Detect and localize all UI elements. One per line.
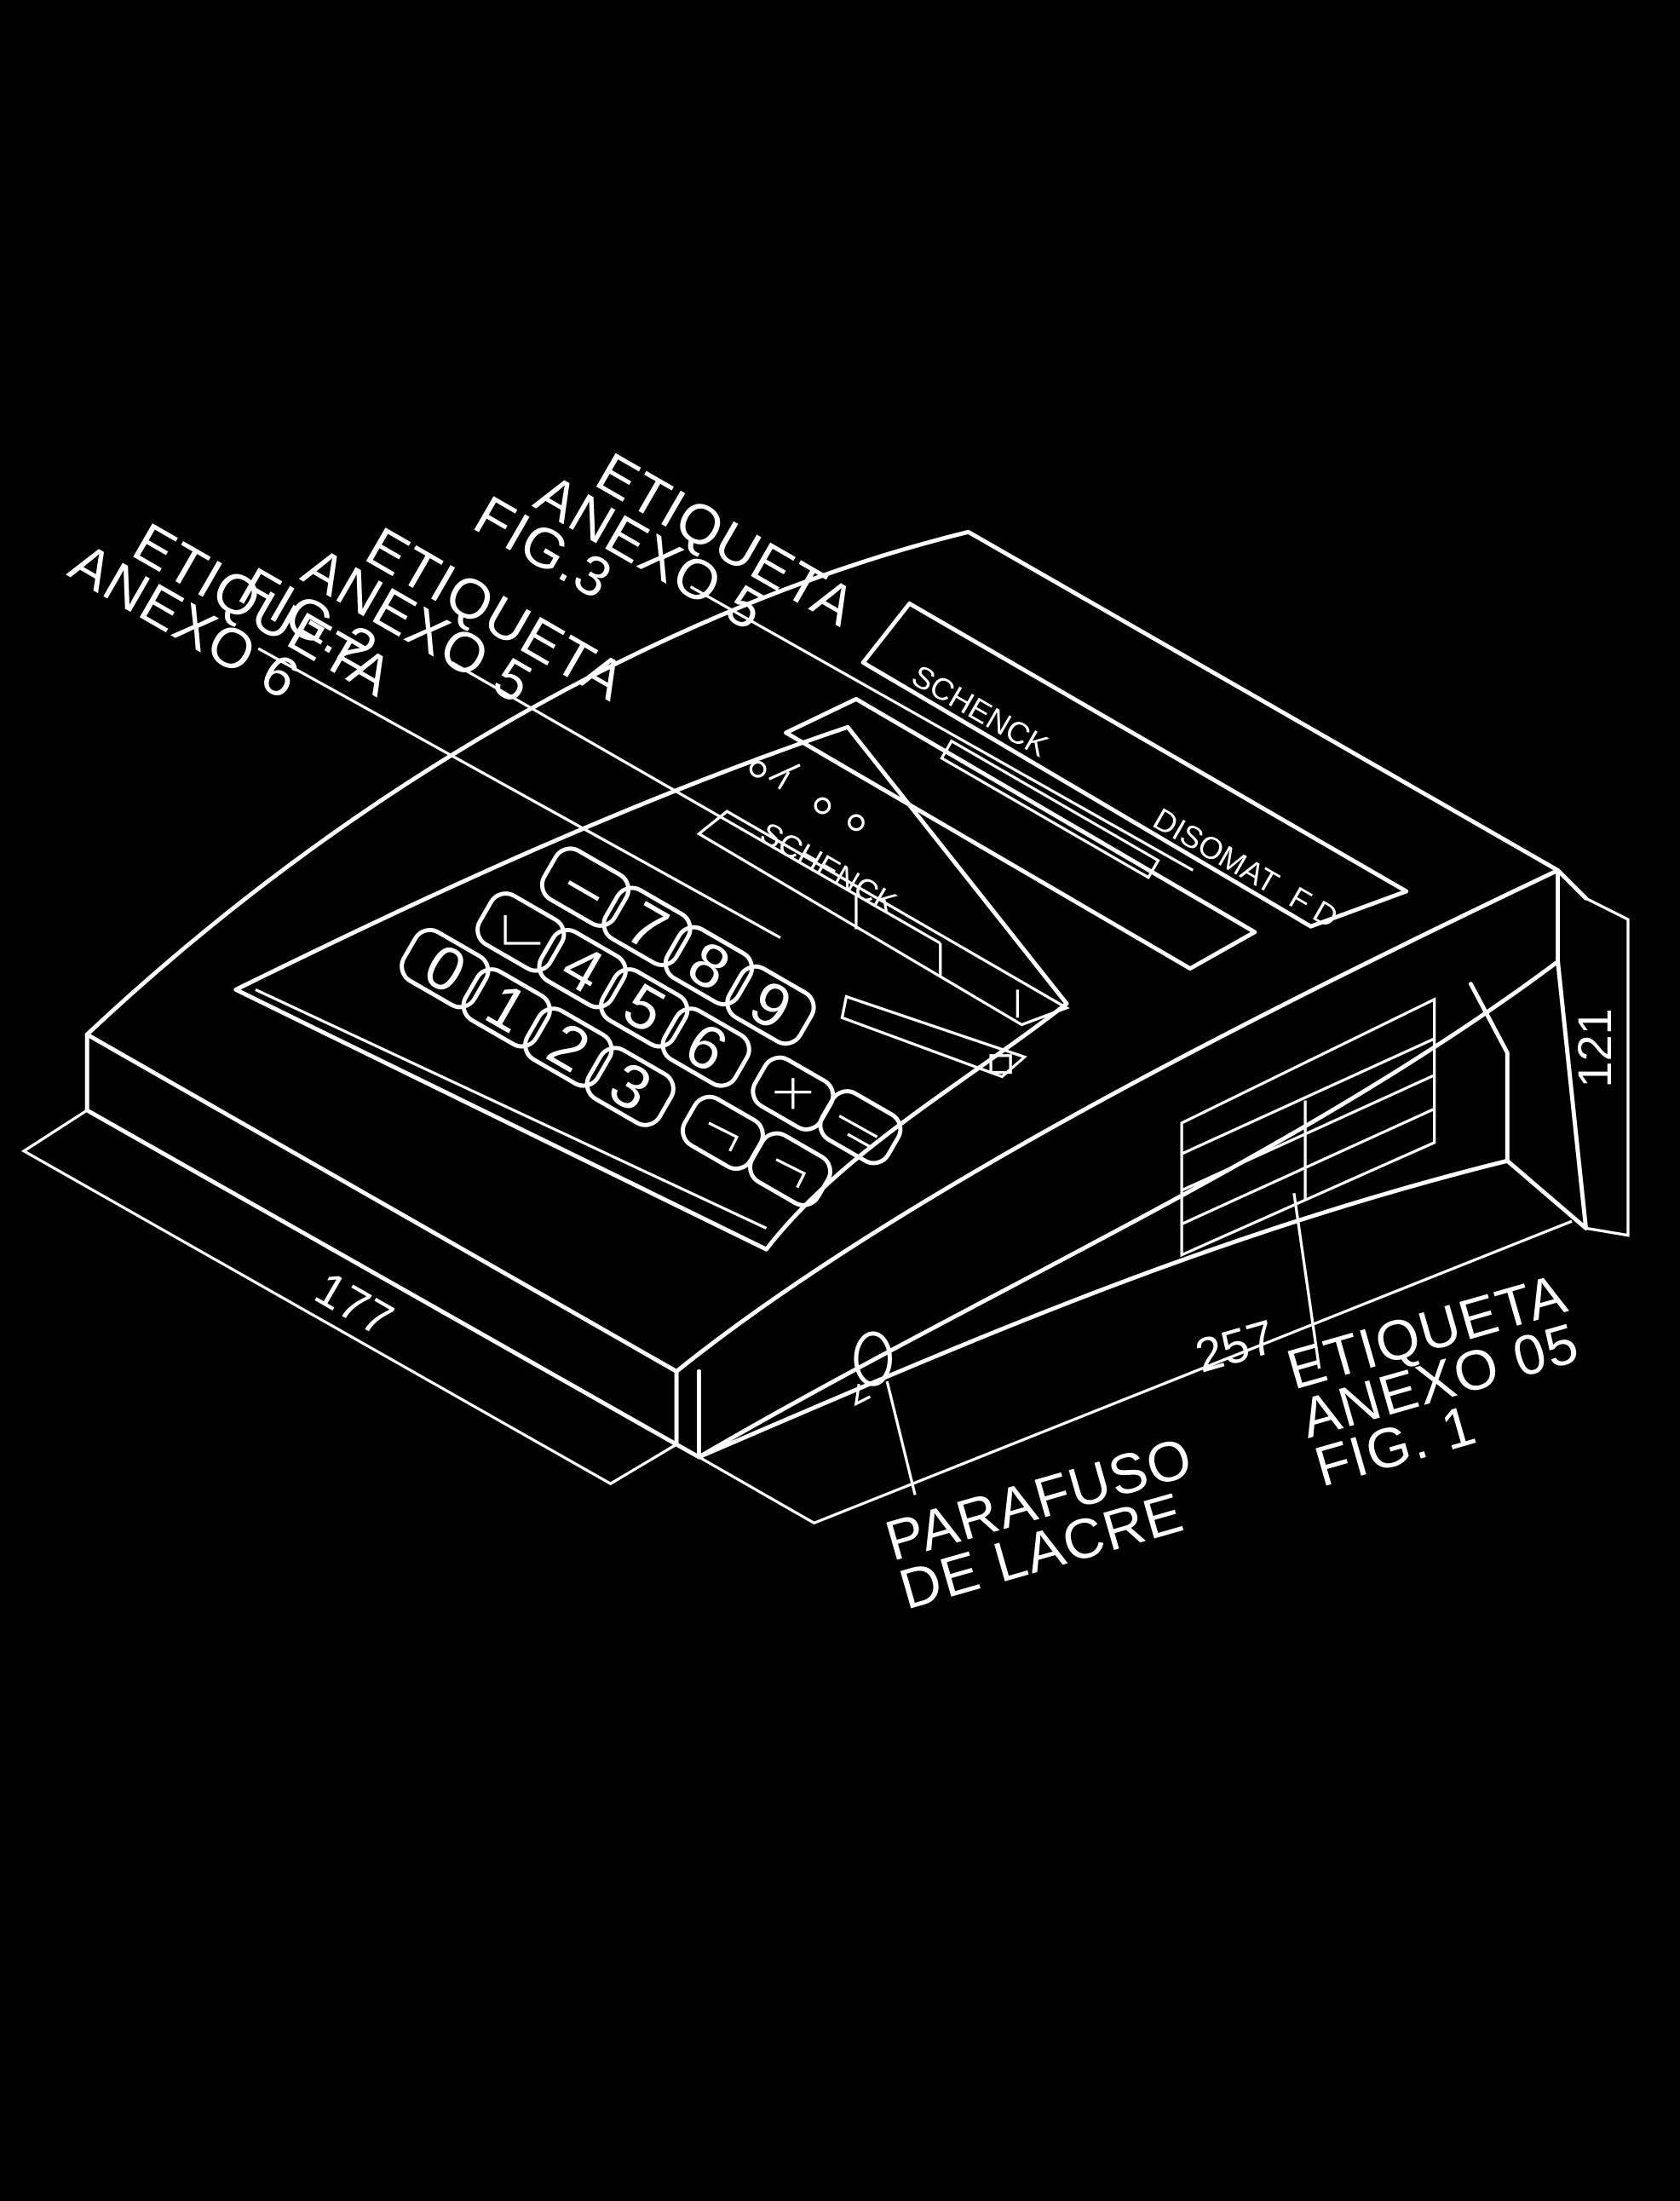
display-model: DISOMAT F D [1148,801,1344,935]
key-tare-out[interactable] [744,1127,836,1212]
display-panel: SCHENCK DISOMAT F D [749,601,1409,971]
dimension-width: 257 [1189,1309,1280,1382]
panel-label-plate: SCHENCK [696,810,1070,1079]
dimension-height: 121 [1568,1008,1621,1087]
tare-in-icon [708,1121,739,1152]
keypad: – 7 8 9 4 5 6 0 [400,846,906,1212]
display-model-suffix: F D [1284,879,1344,935]
key-8[interactable]: 8 [659,921,758,1011]
tare-out-icon [775,1158,807,1189]
device-body [84,529,1589,1460]
side-plate [1180,997,1436,1258]
panel-label-brand: SCHENCK [755,815,903,921]
leader-lines [257,585,1321,1495]
callout-parafuso: PARAFUSO DE LACRE [878,1425,1200,1621]
keypad-panel [233,724,1069,1252]
dimension-depth: 177 [307,1261,402,1347]
sealing-screw [854,1331,892,1407]
print-icon [838,1115,878,1149]
dimension-lines [20,896,1630,1525]
key-9[interactable]: 9 [722,960,820,1050]
display-model-name: DISOMAT [1148,801,1285,901]
key-7[interactable]: 7 [598,882,697,971]
key-enter[interactable] [471,887,570,977]
callout-anexo05-fig1: ETIQUETA ANEXO 05 FIG. 1 [1280,1261,1585,1498]
key-print[interactable] [814,1085,906,1169]
zero-icon [774,1078,812,1109]
